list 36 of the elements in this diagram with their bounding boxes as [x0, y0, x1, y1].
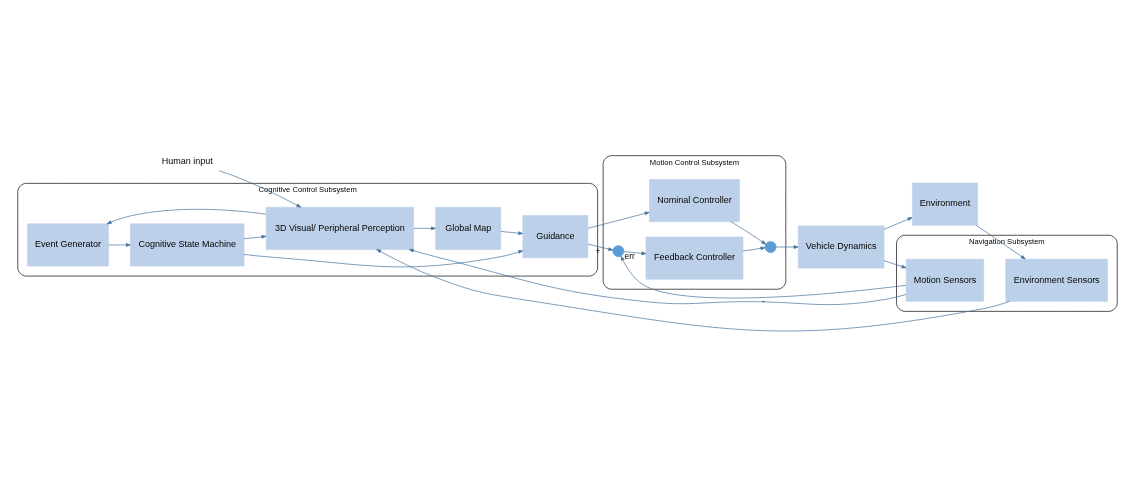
arrow: [218, 170, 302, 208]
edge-label: err: [624, 251, 635, 262]
arrow: [976, 224, 1026, 260]
arrow: [587, 211, 650, 229]
node-box: Guidance: [522, 215, 589, 259]
arrow: [620, 255, 907, 299]
node-box: Cognitive State Machine: [130, 223, 245, 267]
arrow: [376, 249, 1010, 332]
node-circle: [612, 245, 625, 258]
arrow: [587, 243, 614, 251]
arrow: [775, 245, 799, 249]
arrow: [413, 226, 436, 231]
arrow: [408, 248, 907, 305]
arrow: [500, 231, 524, 235]
node-box: Environment Sensors: [1005, 258, 1108, 302]
node-box: Motion Sensors: [905, 258, 985, 302]
arrow: [106, 208, 267, 225]
node-circle: [764, 241, 777, 253]
arrow: [883, 260, 907, 269]
arrow: [108, 243, 131, 247]
node-box: Event Generator: [27, 223, 109, 267]
arrow: [742, 246, 766, 252]
arrow: [730, 221, 767, 245]
node-box: Vehicle Dynamics: [797, 225, 885, 269]
node-box: Feedback Controller: [645, 236, 744, 280]
arrow: [623, 251, 647, 256]
node-box: Global Map: [435, 206, 502, 250]
edge-label: -: [761, 296, 765, 307]
node-box: Nominal Controller: [649, 179, 740, 223]
node-box: Environment: [912, 182, 978, 226]
arrow: [243, 250, 524, 268]
edge-label: +: [595, 245, 601, 256]
node-box: 3D Visual/ Peripheral Perception: [265, 206, 414, 250]
arrow: [243, 235, 267, 240]
node-text: Human input: [161, 155, 213, 166]
arrow: [883, 217, 913, 230]
